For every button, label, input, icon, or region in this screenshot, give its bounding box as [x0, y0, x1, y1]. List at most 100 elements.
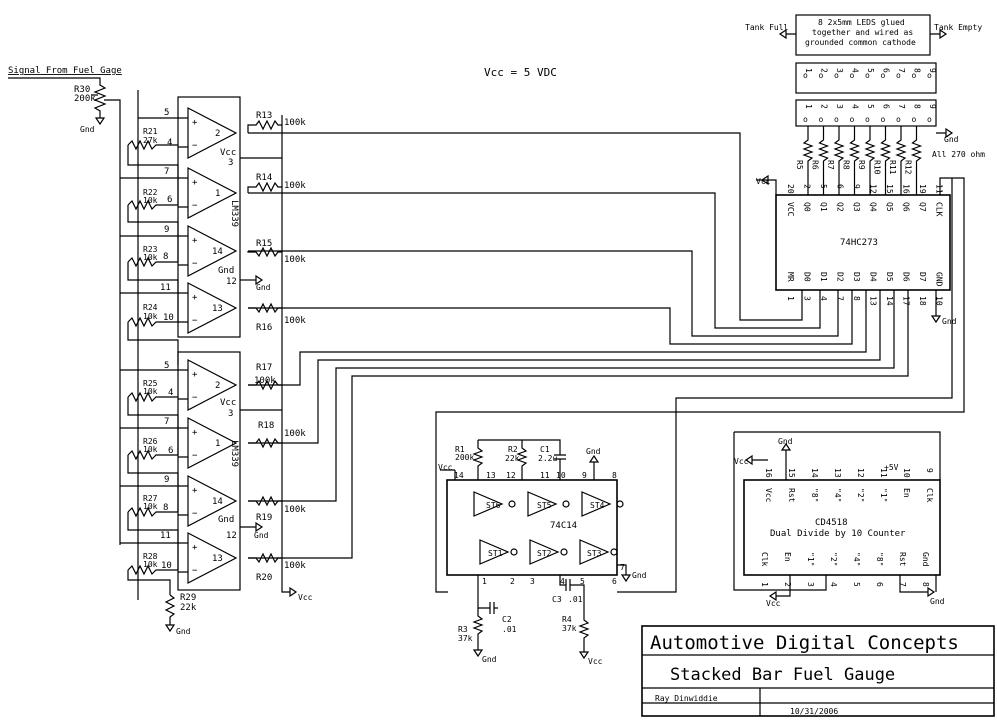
- r21-label: R21: [143, 127, 158, 136]
- c14-pin-7: 7: [620, 563, 625, 572]
- vcc-note: Vcc = 5 VDC: [484, 66, 557, 79]
- c1-label: C1: [540, 445, 550, 454]
- cd4518-top-label-3: "4": [833, 488, 842, 502]
- cd4518-bottom-label-3: "2": [829, 552, 838, 566]
- led-pin-bottom-dot-6: o: [881, 115, 886, 124]
- cd4518-bottom-label-5: "8": [875, 552, 884, 566]
- cd4518-bottom-label-2: "1": [806, 552, 815, 566]
- lm339-top-out-2: 2: [215, 129, 220, 139]
- r24-label: R24: [143, 303, 158, 312]
- cd4518-top-label-5: "1": [879, 488, 888, 502]
- cd4518-bottom-label-4: "4": [852, 552, 861, 566]
- cd4518-plus5: +5V: [884, 463, 899, 472]
- r19-value: 100k: [284, 505, 306, 515]
- hc273-top-pin-Q2: Q2: [836, 202, 845, 212]
- signal-label: Signal From Fuel Gage: [8, 66, 122, 76]
- led-pin-bottom-1: 1: [804, 104, 813, 109]
- hc273-top-pin-Q3: Q3: [852, 202, 861, 212]
- led-pin-top-dot-9: o: [927, 71, 932, 80]
- hc273-bottom-num-D0: 3: [803, 296, 812, 301]
- hc273-top-pin-Q4: Q4: [869, 202, 878, 212]
- svg-text:−: −: [192, 141, 198, 151]
- lm339-bottom-gnd-pin: 12: [226, 531, 237, 541]
- lm339-bottom-pin-8: 8: [163, 503, 168, 513]
- comparator-output-wires: [248, 132, 909, 559]
- r29-label: R29: [180, 593, 196, 603]
- c14-pin-2: 2: [510, 577, 515, 586]
- led-resistor-R8: [848, 126, 861, 195]
- cd4518-top-num-4: 12: [856, 468, 865, 478]
- led-resistor-label-R12: R12: [904, 160, 913, 175]
- hc273-bottom-num-D4: 13: [869, 296, 878, 306]
- led-resistor-note: All 270 ohm: [932, 150, 985, 159]
- ic-74c14-name: 74C14: [550, 521, 577, 531]
- hc273-top-pin-Q5: Q5: [885, 202, 894, 212]
- led-pin-bottom-dot-1: o: [803, 115, 808, 124]
- r29-gnd: Gnd: [176, 627, 191, 636]
- led-pin-bottom-8: 8: [913, 104, 922, 109]
- cd4518-top-label-1: Rst: [787, 488, 796, 503]
- c14-pin-8: 8: [612, 471, 617, 480]
- svg-text:+: +: [192, 486, 198, 496]
- cd4518-bottom-num-3: 4: [829, 582, 838, 587]
- cd4518-top-num-6: 10: [902, 468, 911, 478]
- r3-value: 37k: [458, 634, 473, 643]
- led-resistor-label-R11: R11: [888, 160, 897, 175]
- lm339-top-vcc: Vcc: [220, 148, 236, 158]
- c14-pin-3: 3: [530, 577, 535, 586]
- lm339-top-out-14: 14: [212, 247, 223, 257]
- led-resistor-label-R6: R6: [811, 160, 820, 170]
- led-pin-top-dot-8: o: [912, 71, 917, 80]
- led-pin-top-dot-6: o: [881, 71, 886, 80]
- c2-label: C2: [502, 615, 512, 624]
- hc273-top-num-Q3: 9: [852, 184, 861, 189]
- svg-text:−: −: [192, 451, 198, 461]
- led-pin-bottom-dot-8: o: [912, 115, 917, 124]
- tank-full-label: Tank Full: [745, 23, 789, 32]
- cd4518-gnd-bottom: Gnd: [930, 597, 945, 606]
- title-date: 10/31/2006: [790, 707, 838, 716]
- cd4518-top-num-7: 9: [925, 468, 934, 473]
- r15-value: 100k: [284, 255, 306, 265]
- led-gnd: Gnd: [944, 135, 959, 144]
- r20-value: 100k: [284, 561, 306, 571]
- hc273-vcc: Vcc: [756, 177, 771, 186]
- r18-value: 100k: [284, 429, 306, 439]
- cd4518-vcc: Vcc: [734, 457, 749, 466]
- led-resistor-R12: [910, 126, 923, 195]
- r3-gnd: Gnd: [482, 655, 497, 664]
- lm339-top-gnd-pin: 12: [226, 277, 237, 287]
- r14-value: 100k: [284, 181, 306, 191]
- led-resistor-label-R7: R7: [826, 160, 835, 170]
- r25-value: 10k: [143, 387, 158, 396]
- hc273-bottom-pin-MR: MR: [786, 272, 795, 282]
- r4-label: R4: [562, 615, 572, 624]
- tank-empty-label: Tank Empty: [934, 23, 982, 32]
- c14-pin-14: 14: [454, 471, 464, 480]
- led-pin-bottom-dot-5: o: [865, 115, 870, 124]
- cd4518-vcc-bottom: Vcc: [766, 599, 781, 608]
- led-pin-top-dot-2: o: [819, 71, 824, 80]
- svg-text:+: +: [192, 428, 198, 438]
- r16-label: R16: [256, 323, 272, 333]
- cd4518-top-num-5: 11: [879, 468, 888, 478]
- ic-cd4518-desc: Dual Divide by 10 Counter: [770, 529, 906, 539]
- lm339-bottom-pin-11: 11: [160, 531, 171, 541]
- c14-gnd-top: Gnd: [586, 447, 601, 456]
- led-pin-top-1: 1: [804, 68, 813, 73]
- led-resistor-R5: [802, 126, 814, 195]
- led-pin-top-8: 8: [913, 68, 922, 73]
- hc273-top-num-Q6: 16: [902, 184, 911, 194]
- r24-value: 10k: [143, 312, 158, 321]
- cd4518-top-num-2: 14: [810, 468, 819, 478]
- c14-pin-6: 6: [612, 577, 617, 586]
- hc273-top-pin-Q0: Q0: [803, 202, 812, 212]
- ic-74c14: 74C14 ST6 ST5 ST4 ST1 ST2 ST3 14 13 12 1…: [438, 178, 953, 666]
- r30-label: R30: [74, 85, 90, 95]
- svg-text:+: +: [192, 178, 198, 188]
- r2-value: 22k: [505, 454, 520, 463]
- c14-gnd: Gnd: [632, 571, 647, 580]
- led-resistor-R6: [817, 126, 830, 195]
- r13-label: R13: [256, 111, 272, 121]
